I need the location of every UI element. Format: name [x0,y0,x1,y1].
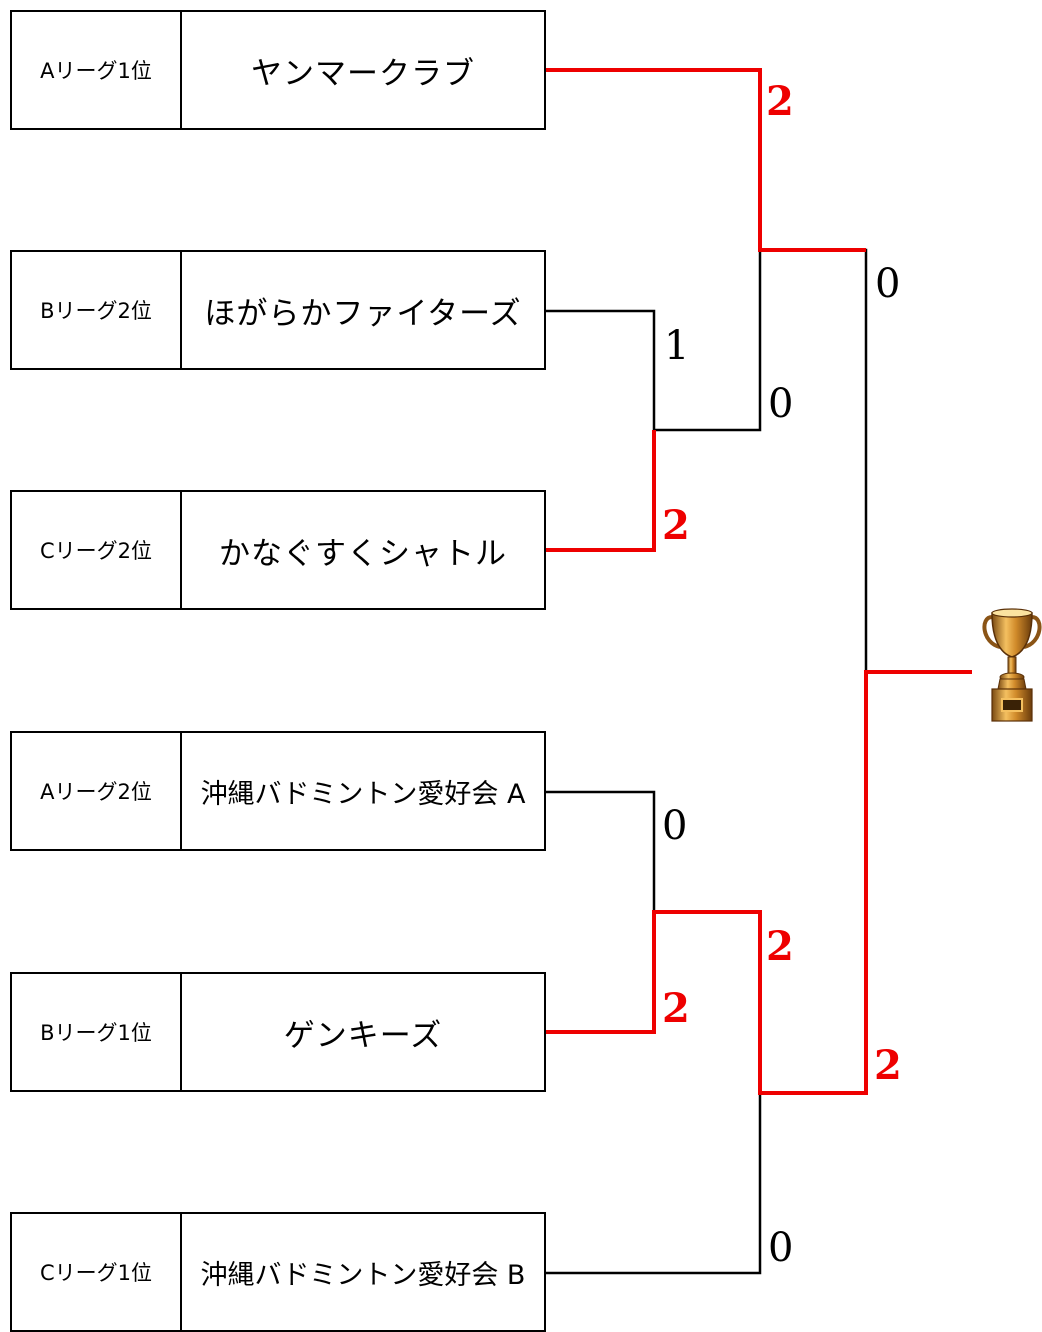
seed-label: Bリーグ2位 [12,252,182,368]
score-c2: 2 [662,502,690,549]
team-box-6: Cリーグ1位 沖縄バドミントン愛好会 B [10,1212,546,1332]
trophy-icon [982,608,1042,722]
team-name: 沖縄バドミントン愛好会 A [200,778,526,810]
seed-label: Aリーグ2位 [12,733,182,849]
bracket-line-final-top [762,248,868,672]
team-name: ゲンキーズ [283,1017,443,1054]
bracket-line-b1-win [546,670,972,1095]
bracket-line-c2-win [546,430,656,552]
seed-label: Cリーグ1位 [12,1214,182,1330]
seed-label: Bリーグ1位 [12,974,182,1090]
bracket-line-sf-top-lower [654,250,762,432]
score-sf-bottom-winner: 2 [766,923,794,970]
team-name: ほがらかファイターズ [204,295,522,332]
score-final-bottom: 2 [874,1042,902,1089]
bracket-line-c1 [546,1093,762,1275]
score-a2: 0 [662,803,688,849]
team-box-3: Cリーグ2位 かなぐすくシャトル [10,490,546,610]
score-c1: 0 [768,1225,794,1271]
score-b1: 2 [662,985,690,1032]
team-name: かなぐすくシャトル [219,535,507,572]
team-name: 沖縄バドミントン愛好会 B [200,1259,526,1291]
team-name: ヤンマークラブ [251,55,475,92]
bracket-line-a2 [546,790,656,912]
score-sf-top-winner: 0 [768,381,794,427]
score-b2: 1 [664,323,690,369]
score-a1: 2 [766,78,794,125]
team-box-1: Aリーグ1位 ヤンマークラブ [10,10,546,130]
team-box-5: Bリーグ1位 ゲンキーズ [10,972,546,1092]
bracket-line-a1-win [546,68,866,252]
bracket-line-b2 [546,309,656,432]
team-box-2: Bリーグ2位 ほがらかファイターズ [10,250,546,370]
seed-label: Cリーグ2位 [12,492,182,608]
team-box-4: Aリーグ2位 沖縄バドミントン愛好会 A [10,731,546,851]
score-final-top: 0 [875,261,901,307]
seed-label: Aリーグ1位 [12,12,182,128]
